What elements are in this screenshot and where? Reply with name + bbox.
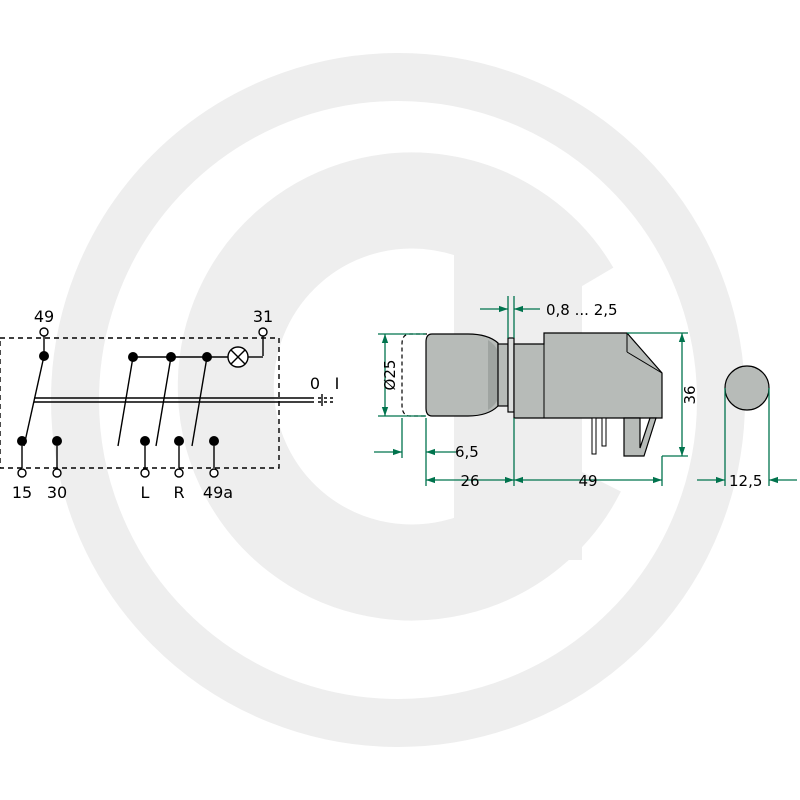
terminal-15-label: 15 xyxy=(12,483,32,502)
wiring-schematic xyxy=(0,336,336,469)
position-i-label: I xyxy=(335,374,340,393)
knob-hidden-outline xyxy=(401,333,427,417)
knob xyxy=(425,333,499,417)
contact-points xyxy=(17,351,219,446)
knob-face-view xyxy=(724,365,770,411)
dimension-knob-face-label: 12,5 xyxy=(729,472,762,490)
dimension-thickness-label: 0,8 ... 2,5 xyxy=(546,301,618,319)
switch-housing xyxy=(513,332,663,419)
dimension-diameter-label: Ø25 xyxy=(381,360,399,391)
dimension-knob-offset-label: 6,5 xyxy=(455,443,479,461)
dimension-knob-length-label: 26 xyxy=(460,472,479,490)
position-0-label: 0 xyxy=(310,374,320,393)
terminal-r-label: R xyxy=(173,483,184,502)
terminal-49a-label: 49a xyxy=(203,483,233,502)
terminal-31-label: 31 xyxy=(253,307,273,326)
collar xyxy=(497,343,509,407)
terminal-l-label: L xyxy=(141,483,150,502)
switch-side-view xyxy=(401,332,663,457)
mounting-plate xyxy=(507,337,515,413)
g-logo-watermark-icon xyxy=(51,53,745,747)
switch-housing-outline xyxy=(0,337,280,469)
dimension-lines xyxy=(374,296,797,486)
indicator-lamp-icon xyxy=(227,346,249,368)
dimension-body-length-label: 49 xyxy=(578,472,597,490)
terminal-30-label: 30 xyxy=(47,483,67,502)
terminal-49-label: 49 xyxy=(34,307,54,326)
dimension-height-label: 36 xyxy=(681,385,699,404)
terminal-circles xyxy=(17,327,268,478)
